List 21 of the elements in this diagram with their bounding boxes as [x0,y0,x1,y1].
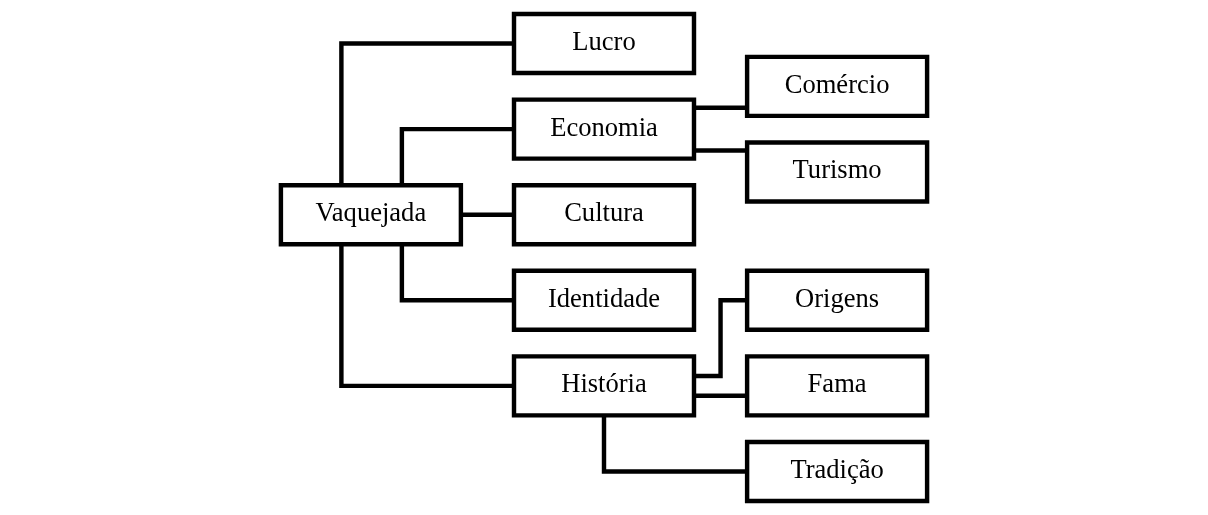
node-box: Economia [511,97,697,161]
node-box: Origens [744,268,930,332]
node-box: Cultura [511,183,697,247]
node-box: Tradição [744,439,930,504]
connector [461,212,514,217]
connector [399,244,514,303]
connector [694,393,747,398]
connector [694,298,747,379]
connector [601,415,747,474]
node-box: Lucro [511,11,697,76]
connector [339,244,514,389]
node-box: Comércio [744,54,930,119]
node-box: Turismo [744,140,930,204]
connector [694,105,747,110]
node-box: História [511,354,697,418]
node-box: Vaquejada [278,183,464,247]
connector [339,41,514,185]
connector [694,148,747,153]
node-box: Identidade [511,268,697,332]
connector [399,126,514,185]
node-box: Fama [744,354,930,418]
